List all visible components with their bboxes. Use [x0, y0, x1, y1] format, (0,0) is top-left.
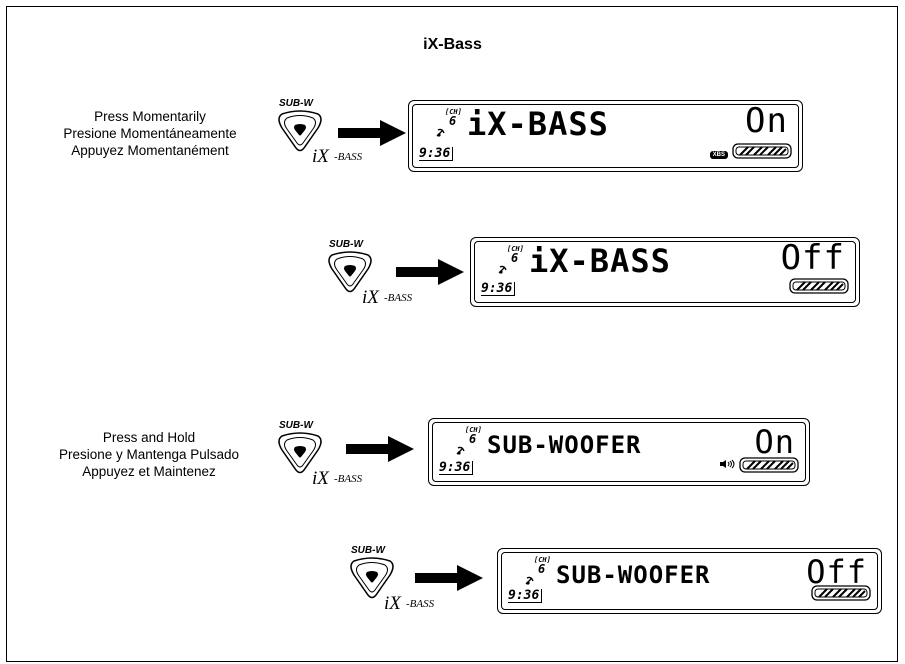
svg-text:SUB-W: SUB-W — [329, 239, 364, 250]
lcd-display: [CH] 6 iX-BASS Off 9:36 — [470, 237, 860, 307]
svg-text:iX: iX — [312, 146, 330, 167]
lcd-clock: 9:36 — [439, 461, 474, 475]
lcd-clock: 9:36 — [481, 282, 516, 296]
lcd-display: [CH] 6 iX-BASS On 9:36 XBS — [408, 100, 803, 172]
triangle-button-icon: SUB-W iX -BASS — [278, 420, 363, 489]
triangle-button-icon: SUB-W iX -BASS — [350, 545, 435, 614]
lcd-value-text: Off — [780, 238, 845, 278]
lcd-value-text: On — [745, 101, 788, 141]
caption-press: Press Momentarily Presione Momentáneamen… — [30, 108, 270, 159]
lcd-inner-border — [501, 552, 878, 610]
right-arrow-icon — [346, 434, 416, 464]
channel-number: 6 — [538, 562, 546, 576]
triangle-button-icon: SUB-W iX -BASS — [328, 239, 413, 308]
lcd-mode-text: SUB-WOOFER — [487, 431, 642, 459]
caption-hold-line: Appuyez et Maintenez — [82, 464, 216, 479]
satellite-icon — [524, 573, 538, 591]
sub-w-button[interactable]: SUB-W iX -BASS — [274, 418, 384, 498]
channel-number: 6 — [449, 114, 457, 128]
sub-w-button[interactable]: SUB-W iX -BASS — [324, 237, 434, 317]
channel-label: [CH] — [507, 245, 524, 253]
signal-bars-icon — [739, 456, 801, 479]
lcd-inner-border — [432, 422, 806, 482]
svg-text:SUB-W: SUB-W — [351, 545, 386, 556]
channel-label: [CH] — [534, 556, 551, 564]
lcd-inner-border — [412, 104, 799, 168]
satellite-icon — [497, 262, 511, 280]
caption-hold-line: Press and Hold — [102, 430, 196, 445]
diagram-frame — [6, 6, 898, 662]
svg-text:-BASS: -BASS — [334, 473, 363, 485]
right-arrow-icon — [396, 257, 466, 287]
page-title: iX-Bass — [423, 36, 482, 53]
channel-number: 6 — [469, 432, 477, 446]
svg-text:-BASS: -BASS — [406, 598, 435, 610]
svg-text:-BASS: -BASS — [384, 292, 413, 304]
right-arrow-icon — [338, 118, 408, 148]
svg-text:SUB-W: SUB-W — [279, 98, 314, 109]
sub-w-button[interactable]: SUB-W iX -BASS — [346, 543, 456, 623]
lcd-inner-border — [474, 241, 856, 303]
xbs-badge: XBS — [709, 151, 728, 159]
satellite-icon — [435, 125, 449, 143]
lcd-mode-text: iX-BASS — [529, 242, 671, 280]
caption-press-line: Presione Momentáneamente — [63, 126, 237, 141]
svg-text:iX: iX — [362, 287, 380, 308]
signal-bars-icon — [811, 584, 873, 607]
lcd-display: [CH] 6 SUB-WOOFER Off 9:36 — [497, 548, 882, 614]
channel-label: [CH] — [445, 108, 462, 116]
svg-text:-BASS: -BASS — [334, 151, 363, 163]
svg-text:iX: iX — [312, 468, 330, 489]
lcd-display: [CH] 6 SUB-WOOFER On 9:36 — [428, 418, 810, 486]
satellite-icon — [455, 443, 469, 461]
lcd-mode-text: SUB-WOOFER — [556, 561, 711, 589]
signal-bars-icon — [789, 277, 851, 300]
channel-number: 6 — [511, 251, 519, 265]
lcd-mode-text: iX-BASS — [467, 105, 609, 143]
lcd-clock: 9:36 — [419, 147, 454, 161]
right-arrow-icon — [415, 563, 485, 593]
lcd-value-text: On — [754, 423, 795, 461]
svg-text:SUB-W: SUB-W — [279, 420, 314, 431]
signal-bars-icon — [732, 142, 794, 165]
caption-press-line: Appuyez Momentanément — [71, 143, 229, 158]
caption-hold-line: Presione y Mantenga Pulsado — [58, 447, 240, 462]
sub-w-button[interactable]: SUB-W iX -BASS — [274, 96, 384, 176]
caption-hold: Press and Hold Presione y Mantenga Pulsa… — [24, 429, 274, 480]
speaker-icon — [719, 456, 737, 474]
lcd-value-text: Off — [806, 553, 867, 591]
caption-press-line: Press Momentarily — [94, 109, 206, 124]
svg-text:iX: iX — [384, 593, 402, 614]
triangle-button-icon: SUB-W iX -BASS — [278, 98, 363, 167]
lcd-clock: 9:36 — [508, 589, 543, 603]
channel-label: [CH] — [465, 426, 482, 434]
